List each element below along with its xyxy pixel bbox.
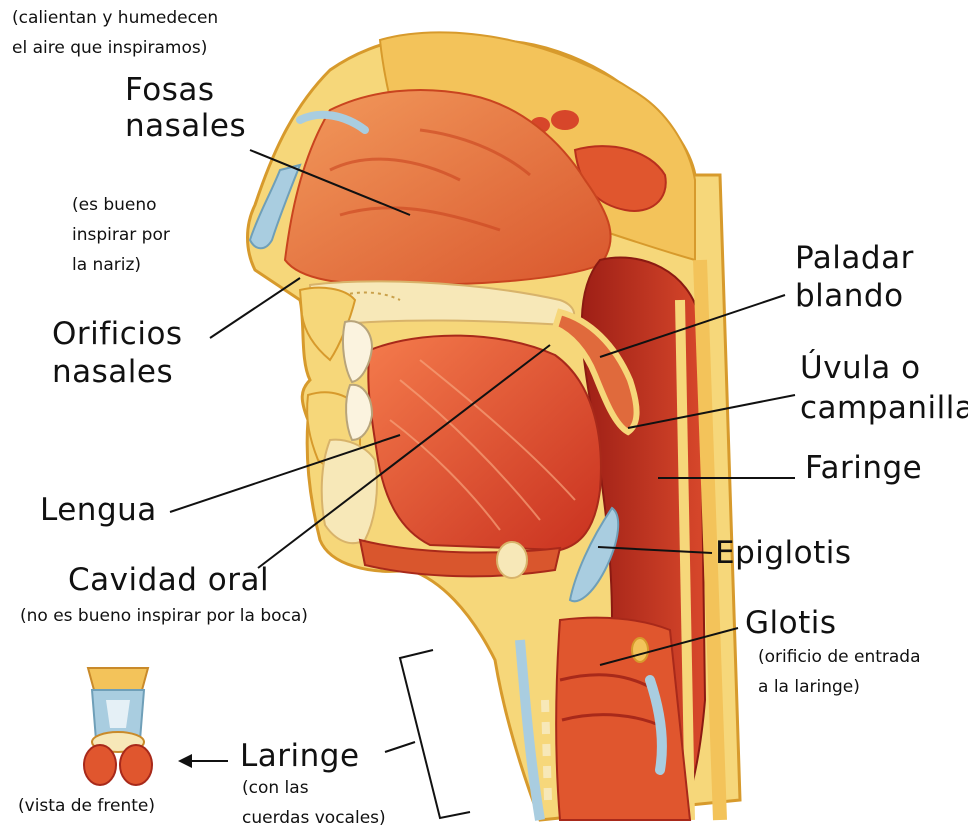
tongue — [368, 336, 601, 550]
label-fosas-line-2: nasales — [125, 108, 246, 145]
label-glotis: Glotis — [745, 605, 837, 642]
label-paladar-line-2: blando — [795, 278, 904, 315]
label-uvula-line-2: campanilla — [800, 390, 968, 427]
label-laringe: Laringe — [240, 738, 360, 775]
label-orificios-line-2: nasales — [52, 354, 173, 391]
note-laringe-line-2: cuerdas vocales) — [242, 808, 386, 828]
note-glotis-line-1: (orificio de entrada — [758, 647, 921, 667]
label-fosas-line-1: Fosas — [125, 72, 215, 109]
note-boca: (no es bueno inspirar por la boca) — [20, 606, 308, 626]
label-paladar-line-1: Paladar — [795, 240, 914, 277]
larynx-tube — [556, 618, 690, 820]
note-nariz-line-1: (es bueno — [72, 195, 157, 215]
leader-orificios — [210, 278, 300, 338]
label-lengua: Lengua — [40, 492, 157, 529]
label-uvula-line-1: Úvula o — [800, 350, 921, 387]
note-glotis-line-2: a la laringe) — [758, 677, 860, 697]
label-epiglotis: Epiglotis — [715, 535, 852, 572]
mandible — [322, 440, 377, 543]
arytenoid — [632, 638, 648, 662]
larynx-front-view-icon — [84, 668, 152, 785]
label-cavidad-oral: Cavidad oral — [68, 562, 269, 599]
frontal-sinus — [551, 110, 579, 130]
note-nariz-line-2: inspirar por — [72, 225, 170, 245]
note-vista-frente: (vista de frente) — [18, 796, 155, 816]
label-faringe: Faringe — [805, 450, 922, 487]
note-nariz-line-3: la nariz) — [72, 255, 141, 275]
note-top-line-1: (calientan y humedecen — [12, 8, 218, 28]
leader-laringe — [385, 742, 415, 752]
note-top-line-2: el aire que inspiramos) — [12, 38, 207, 58]
note-laringe-line-1: (con las — [242, 778, 309, 798]
label-orificios-line-1: Orificios — [52, 316, 183, 353]
arrow-left-icon — [178, 754, 192, 768]
laringe-bracket — [400, 650, 470, 818]
hyoid-bone — [497, 542, 527, 578]
